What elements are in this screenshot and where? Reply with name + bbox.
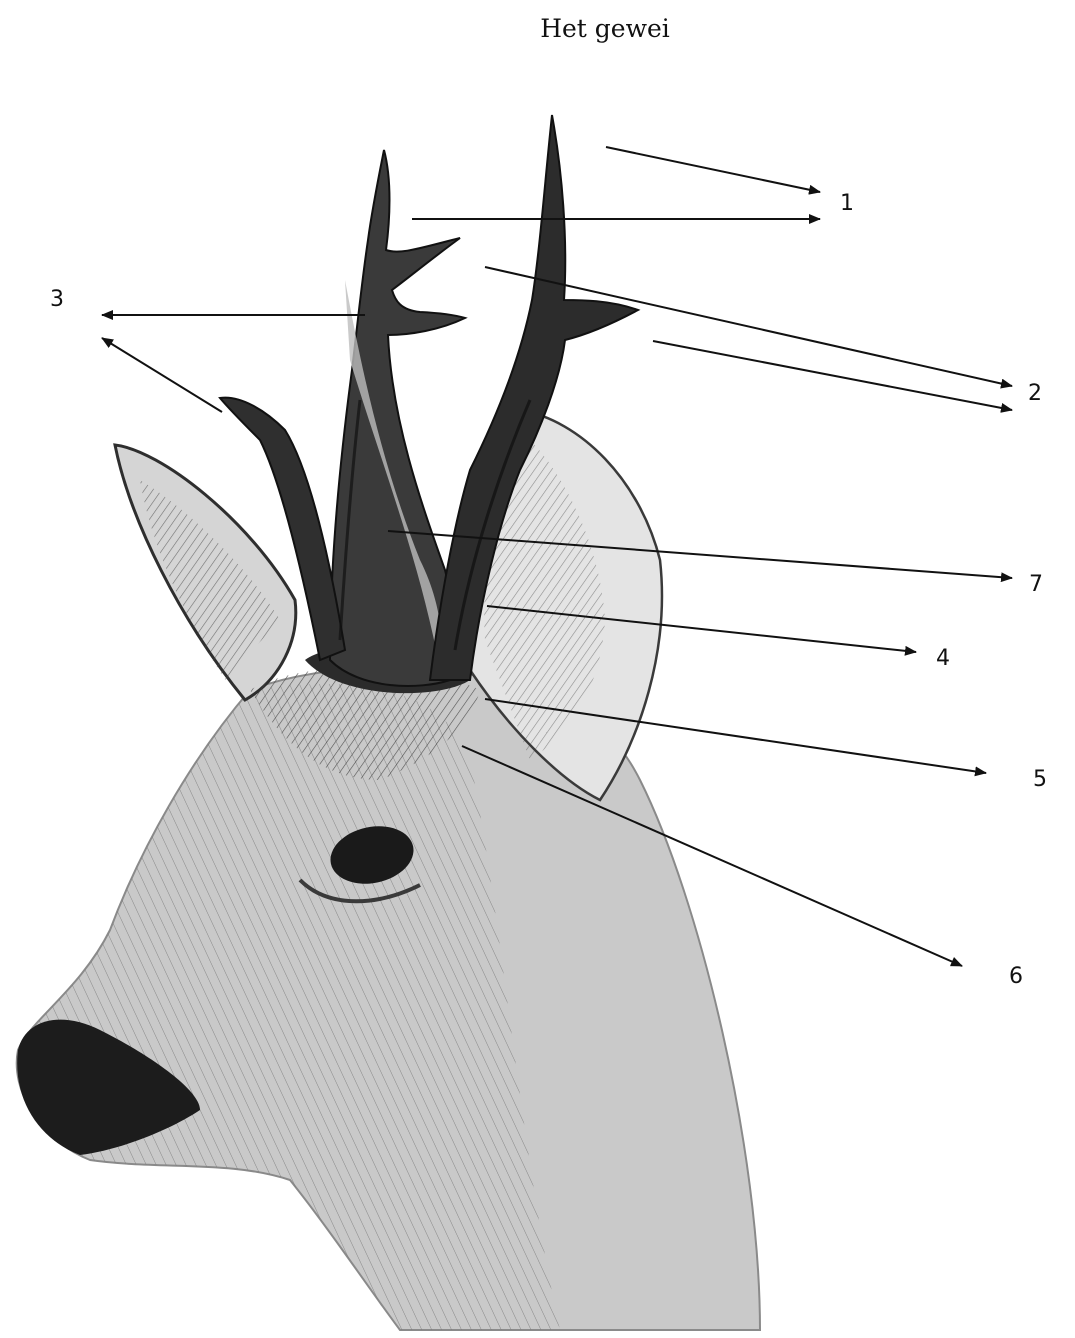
arrow-1a xyxy=(606,147,820,192)
label-7: 7 xyxy=(1029,572,1043,597)
label-1: 1 xyxy=(840,191,854,216)
arrow-2b xyxy=(653,341,1012,410)
arrow-3b xyxy=(102,338,222,412)
label-4: 4 xyxy=(936,646,950,671)
label-2: 2 xyxy=(1028,381,1042,406)
label-6: 6 xyxy=(1009,964,1023,989)
label-3: 3 xyxy=(50,287,64,312)
label-5: 5 xyxy=(1033,767,1047,792)
